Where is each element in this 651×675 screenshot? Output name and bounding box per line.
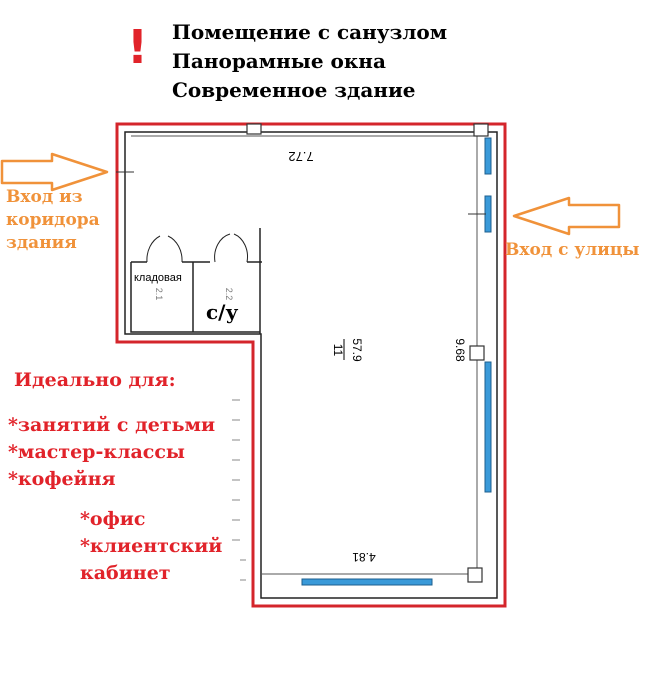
ideal-item: *занятий с детьми (8, 414, 216, 436)
wall-hatch (232, 399, 246, 581)
storage-number: 2.1 (154, 288, 164, 301)
wc-label: с/у (206, 300, 239, 324)
ideal-item: *мастер-классы (8, 441, 185, 463)
attention-icon: ! (127, 20, 148, 74)
corridor-entrance-label: Вход из коридора здания (6, 187, 100, 253)
feature-item: Современное здание (172, 78, 416, 102)
storage-label: кладовая (134, 272, 182, 284)
inner-walls (124, 131, 498, 599)
main-room-area: 57.9 (350, 338, 364, 362)
ideal-list-b: *офис *клиентский кабинет (80, 506, 222, 587)
ideal-list-a: *занятий с детьми *мастер-классы *кофейн… (8, 412, 215, 493)
dimension-right: 9.68 (453, 338, 467, 362)
small-rooms (130, 228, 262, 334)
dimension-bottom: 4.81 (352, 550, 376, 564)
wc-number: 2.2 (224, 288, 234, 301)
feature-item: Панорамные окна (172, 49, 386, 73)
ideal-item: *кофейня (8, 468, 116, 490)
main-room-number: 11 (331, 344, 345, 357)
ideal-item: *клиентский (80, 535, 223, 557)
corridor-arrow-icon (0, 152, 109, 192)
ideal-for-title: Идеально для: (14, 369, 176, 391)
feature-item: Помещение с санузлом (172, 20, 448, 44)
column-markers (246, 123, 489, 583)
premises-outline (115, 122, 507, 608)
street-arrow-icon (512, 196, 621, 236)
dimension-top: 7.72 (288, 149, 313, 164)
street-entrance-label: Вход с улицы (505, 240, 640, 260)
ideal-item: *офис (80, 508, 146, 530)
ideal-item: кабинет (80, 562, 171, 584)
windows (301, 137, 492, 586)
features-list: Помещение с санузлом Панорамные окна Сов… (172, 18, 447, 105)
